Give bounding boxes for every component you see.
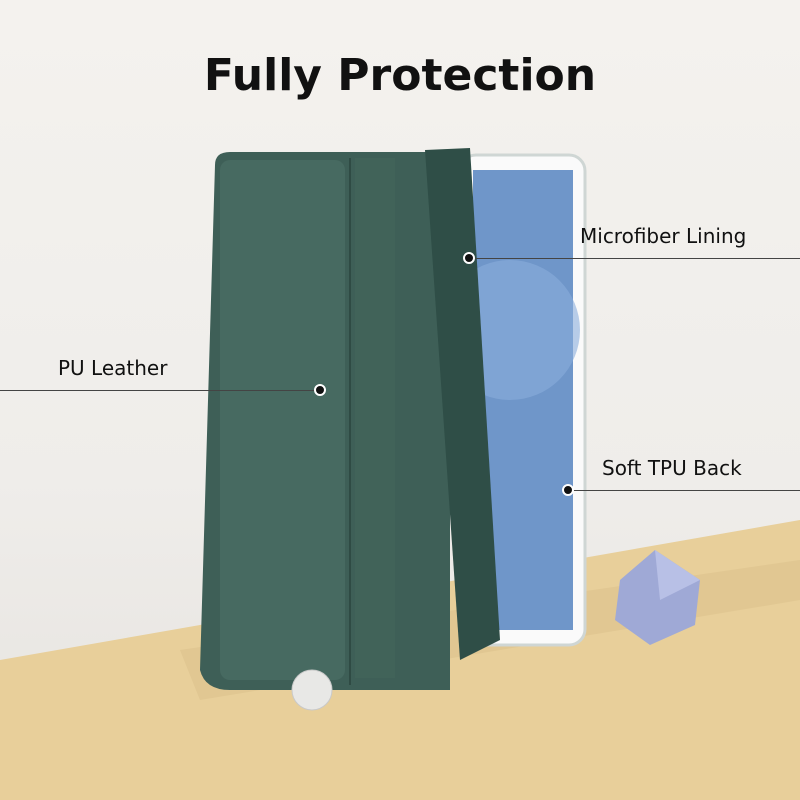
page-title: Fully Protection <box>203 50 597 101</box>
tpu-callout-dot <box>562 484 574 496</box>
tpu-callout-line <box>568 490 800 491</box>
microfiber-callout-dot <box>463 252 475 264</box>
tpu-label: Soft TPU Back <box>602 456 742 480</box>
pu-callout-dot <box>314 384 326 396</box>
pu-label: PU Leather <box>58 356 168 380</box>
microfiber-label: Microfiber Lining <box>580 224 747 248</box>
microfiber-callout-line <box>470 258 800 259</box>
pu-callout-line <box>0 390 320 391</box>
